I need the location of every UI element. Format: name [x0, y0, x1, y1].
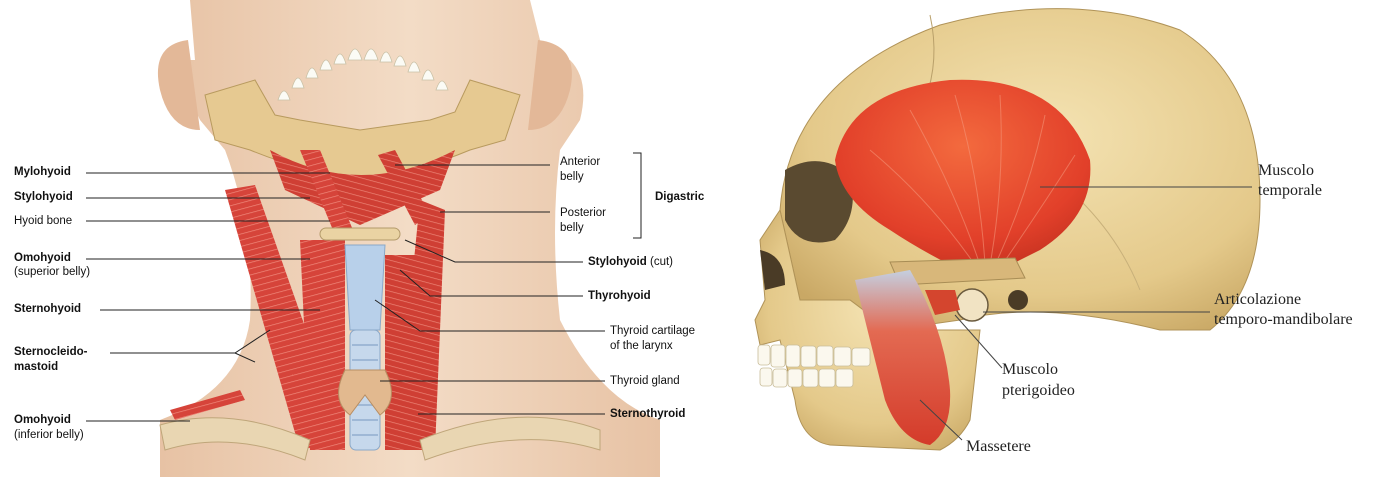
left-ear — [158, 40, 200, 130]
label-omohyoid-superior: Omohyoid — [14, 251, 71, 265]
label-muscolo-pterigoideo-1: Muscolo — [1002, 360, 1058, 379]
neck-illustration — [0, 0, 730, 477]
label-posterior-belly-1: Posterior — [560, 206, 606, 220]
label-stylohyoid-cut: Stylohyoid (cut) — [588, 255, 673, 269]
label-stylohyoid-cut-name: Stylohyoid — [588, 256, 647, 268]
label-muscolo-temporale-2: temporale — [1258, 181, 1322, 200]
label-thyroid-gland: Thyroid gland — [610, 374, 680, 388]
label-sternothyroid: Sternothyroid — [610, 407, 685, 421]
thyroid-cartilage — [345, 245, 385, 330]
hyoid-bone — [320, 228, 400, 240]
ear-canal — [1008, 290, 1028, 310]
upper-teeth — [758, 345, 870, 367]
label-thyroid-cartilage-2: of the larynx — [610, 339, 673, 353]
sternothyroid-right — [385, 255, 415, 450]
label-stylohyoid: Stylohyoid — [14, 190, 73, 204]
skull-muscles-diagram: Muscolo temporale Articolazione temporo-… — [740, 0, 1392, 477]
lower-teeth — [760, 368, 853, 387]
label-sternohyoid: Sternohyoid — [14, 302, 81, 316]
label-sternocleidomastoid-1: Sternocleido- — [14, 345, 87, 359]
label-articolazione-2: temporo-mandibolare — [1214, 310, 1353, 329]
label-omohyoid-superior-sub: (superior belly) — [14, 265, 90, 279]
label-muscolo-pterigoideo-2: pterigoideo — [1002, 381, 1075, 400]
label-anterior-belly-2: belly — [560, 170, 584, 184]
label-stylohyoid-cut-suffix: (cut) — [650, 256, 673, 268]
label-sternocleidomastoid-2: mastoid — [14, 360, 58, 374]
label-muscolo-temporale-1: Muscolo — [1258, 161, 1314, 180]
neck-muscles-diagram: Mylohyoid Stylohyoid Hyoid bone Omohyoid… — [0, 0, 730, 477]
label-omohyoid-inferior-sub: (inferior belly) — [14, 428, 84, 442]
label-hyoid-bone: Hyoid bone — [14, 214, 72, 228]
tmj-joint — [956, 289, 988, 321]
skull-illustration — [740, 0, 1392, 477]
label-thyroid-cartilage-1: Thyroid cartilage — [610, 324, 695, 338]
label-omohyoid-inferior: Omohyoid — [14, 413, 71, 427]
label-thyrohyoid: Thyrohyoid — [588, 289, 651, 303]
label-posterior-belly-2: belly — [560, 221, 584, 235]
label-anterior-belly-1: Anterior — [560, 155, 600, 169]
label-digastric: Digastric — [655, 190, 704, 204]
label-mylohyoid: Mylohyoid — [14, 165, 71, 179]
label-massetere: Massetere — [966, 437, 1031, 456]
label-articolazione-1: Articolazione — [1214, 290, 1301, 309]
